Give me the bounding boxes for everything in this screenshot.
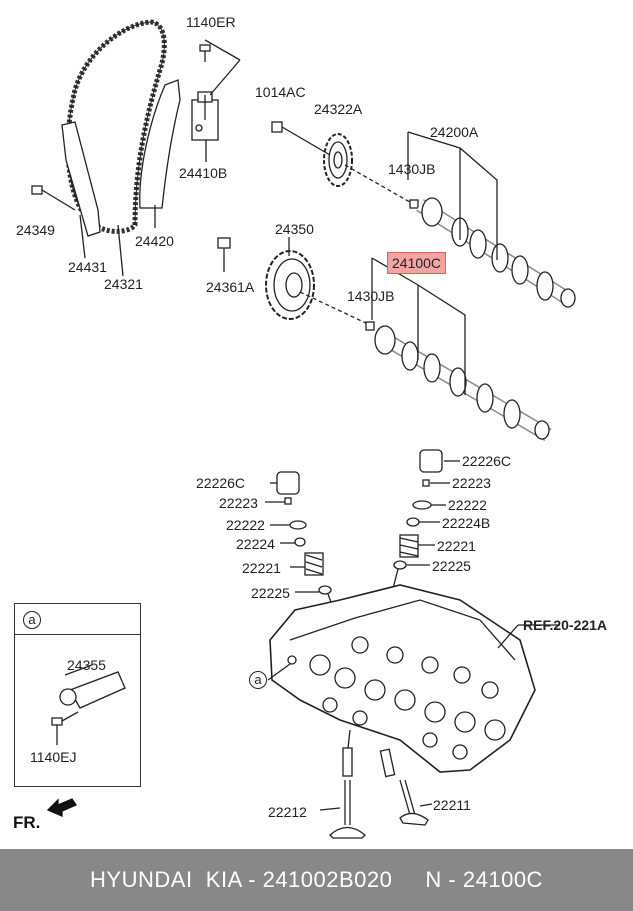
valve-train-left: [270, 471, 346, 641]
front-direction-label: FR.: [13, 813, 41, 832]
label-22212: 22212: [268, 804, 307, 820]
label-22224B: 22224B: [442, 515, 491, 531]
footer-text: HYUNDAI KIA - 241002B020 N - 24100C: [90, 867, 543, 892]
label-22222-right: 22222: [448, 497, 487, 513]
label-1430JB-top: 1430JB: [388, 161, 436, 177]
label-22225-right: 22225: [432, 558, 471, 574]
inset-detail-a: a: [14, 603, 141, 787]
oil-control-valve: [51, 664, 126, 745]
label-22211: 22211: [433, 797, 471, 813]
bolt-24361A: [217, 237, 231, 272]
chain-tensioner: [191, 91, 219, 141]
label-24100C-highlighted: 24100C: [387, 252, 447, 274]
bolt-1140ER: [199, 39, 241, 96]
valve-exhaust: [379, 748, 429, 826]
cam-sprocket: [323, 133, 353, 187]
bolt-1014AC: [271, 121, 331, 156]
label-1430JB-bottom: 1430JB: [347, 288, 395, 304]
label-24420: 24420: [135, 233, 174, 249]
label-24410B: 24410B: [179, 165, 228, 181]
label-22221-right: 22221: [437, 538, 476, 554]
label-22221-left: 22221: [242, 560, 281, 576]
exploded-parts-diagram: [31, 19, 576, 839]
label-24350: 24350: [275, 221, 314, 237]
label-24321: 24321: [104, 276, 143, 292]
chain-guide-left: [61, 121, 101, 237]
ref-label: REF.20-221A: [523, 617, 608, 633]
label-1014AC: 1014AC: [255, 84, 306, 100]
label-22223-left: 22223: [219, 495, 258, 511]
label-22226C-left: 22226C: [196, 475, 246, 491]
camshaft-lower: [374, 325, 552, 442]
label-22223-right: 22223: [452, 475, 491, 491]
label-22222-left: 22222: [226, 517, 265, 533]
label-24322A: 24322A: [314, 101, 363, 117]
label-1140EJ: 1140EJ: [30, 749, 77, 765]
label-24355: 24355: [67, 657, 106, 673]
label-24200A: 24200A: [430, 124, 479, 140]
label-22224-left: 22224: [236, 536, 275, 552]
bolt-24349: [31, 185, 76, 211]
label-1140ER: 1140ER: [186, 14, 236, 30]
marker-a-head: a: [249, 671, 267, 689]
marker-a-inset: a: [23, 611, 41, 629]
tensioner-arm: [139, 79, 181, 209]
footer-bar: HYUNDAI KIA - 241002B020 N - 24100C: [0, 849, 633, 911]
label-24361A: 24361A: [206, 279, 255, 295]
cylinder-head: [269, 584, 536, 773]
cam-phaser: [265, 250, 315, 320]
label-24349: 24349: [16, 222, 55, 238]
valve-intake: [329, 729, 366, 839]
label-24431: 24431: [68, 259, 107, 275]
front-arrow-icon: [46, 798, 77, 817]
label-22225-left: 22225: [251, 585, 290, 601]
camshaft-upper: [416, 197, 576, 308]
label-22226C-right: 22226C: [462, 453, 512, 469]
inset-header: a: [15, 604, 140, 635]
